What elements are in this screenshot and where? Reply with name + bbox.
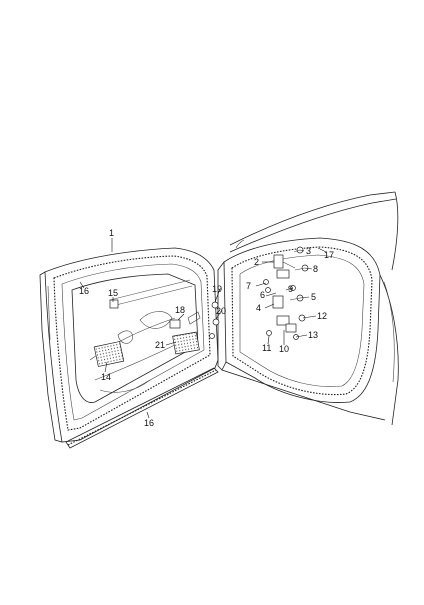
door-outline — [39, 247, 219, 443]
hinge-bracket-upper — [273, 254, 296, 279]
callout-16-bottom: 16 — [144, 418, 154, 428]
door-sill-seal-strip — [65, 367, 219, 449]
callout-3: 3 — [306, 246, 311, 256]
callout-19: 19 — [212, 284, 222, 294]
vehicle-body-outline — [217, 191, 399, 426]
callout-5: 5 — [311, 292, 316, 302]
callout-labels: 1 2 3 4 5 6 7 8 9 10 11 12 13 14 15 16 1… — [79, 228, 334, 428]
bolts — [263, 246, 309, 340]
sound-absorber-pads — [93, 331, 200, 367]
callout-1: 1 — [109, 228, 114, 238]
callout-17: 17 — [324, 250, 334, 260]
leader-lines — [79, 238, 327, 419]
callout-16-top: 16 — [79, 286, 89, 296]
callout-18: 18 — [175, 305, 185, 315]
hinge-bracket-lower — [272, 295, 297, 333]
callout-14: 14 — [101, 372, 111, 382]
callout-4: 4 — [256, 303, 261, 313]
callout-7: 7 — [246, 281, 251, 291]
callout-20: 20 — [216, 306, 226, 316]
callout-8: 8 — [313, 264, 318, 274]
callout-9: 9 — [288, 284, 293, 294]
callout-12: 12 — [317, 311, 327, 321]
callout-13: 13 — [308, 330, 318, 340]
callout-11: 11 — [262, 343, 271, 353]
callout-2: 2 — [254, 257, 259, 267]
callout-21: 21 — [155, 340, 165, 350]
callout-10: 10 — [279, 344, 289, 354]
callout-6: 6 — [260, 290, 265, 300]
small-clip-parts — [109, 299, 220, 339]
callout-15: 15 — [108, 288, 118, 298]
